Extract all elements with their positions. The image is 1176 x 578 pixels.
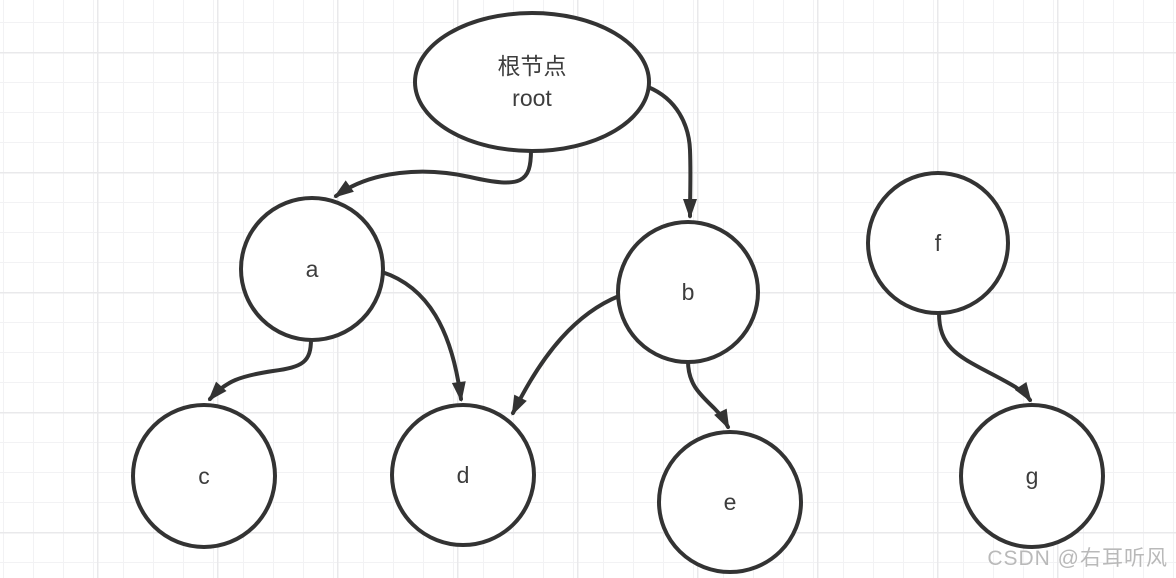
node-f-shape xyxy=(866,171,1010,315)
node-g-label: g xyxy=(1026,463,1039,489)
node-g-shape xyxy=(959,403,1105,549)
edge-root-b xyxy=(646,85,698,219)
node-e: e xyxy=(657,430,803,574)
node-b: b xyxy=(616,220,760,364)
node-c: c xyxy=(131,403,277,549)
edge-a-d xyxy=(380,270,466,402)
node-a-label: a xyxy=(306,256,319,282)
node-f-label: f xyxy=(935,230,942,256)
node-root-label: 根节点 xyxy=(498,53,567,79)
node-f: f xyxy=(866,171,1010,315)
edge-a-c xyxy=(208,337,313,402)
node-c-label: c xyxy=(198,463,210,489)
edge-root-a xyxy=(333,148,533,198)
node-root-label: root xyxy=(512,85,552,111)
node-a-shape xyxy=(239,196,385,342)
node-d: d xyxy=(390,403,536,547)
node-d-shape xyxy=(390,403,536,547)
node-a: a xyxy=(239,196,385,342)
node-d-label: d xyxy=(457,462,470,488)
node-root-shape xyxy=(413,11,651,153)
node-b-shape xyxy=(616,220,760,364)
node-e-label: e xyxy=(724,489,737,515)
node-c-shape xyxy=(131,403,277,549)
watermark: CSDN @右耳听风 xyxy=(987,547,1168,570)
edge-b-d xyxy=(511,294,621,416)
edge-f-g xyxy=(937,311,1032,403)
node-g: g xyxy=(959,403,1105,549)
edge-b-e xyxy=(686,359,730,430)
node-e-shape xyxy=(657,430,803,574)
node-b-label: b xyxy=(682,279,695,305)
node-root: 根节点 root xyxy=(413,11,651,153)
